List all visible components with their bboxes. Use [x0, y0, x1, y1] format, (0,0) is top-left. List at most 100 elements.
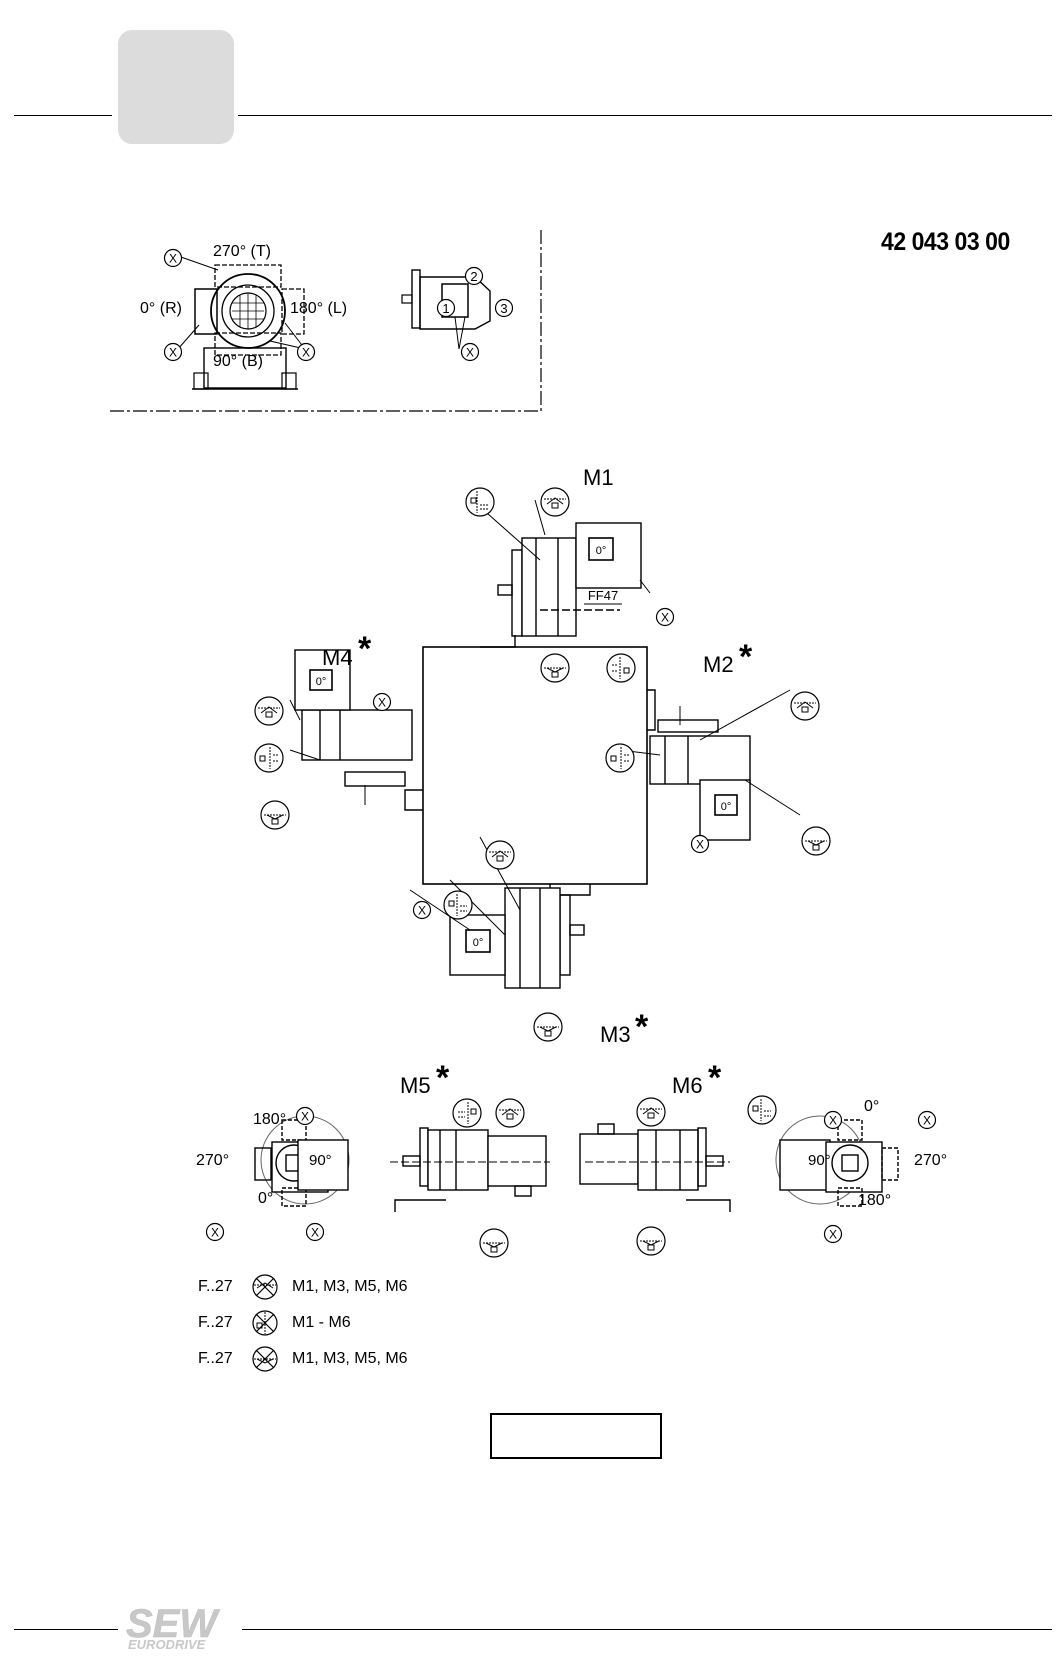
gearmotor-m4: [294, 649, 423, 811]
oil-level-icon: [254, 743, 284, 778]
x-marker: X: [655, 607, 675, 632]
oil-level-icon: [606, 653, 636, 688]
drain-plug-icon: [479, 1228, 509, 1263]
breather-valve-icon: [485, 840, 515, 875]
section-tab: [118, 30, 234, 144]
x-marker: X: [823, 1224, 843, 1249]
gearmotor-m2: [647, 689, 751, 841]
crossed-drain-plug-icon: [251, 1345, 279, 1378]
svg-text:2: 2: [470, 269, 477, 284]
x-marker: X: [690, 834, 710, 859]
svg-text:X: X: [466, 346, 474, 360]
circled-number-3: 3: [494, 298, 514, 323]
position-label-m5: M5: [400, 1073, 431, 1098]
oil-level-icon: [747, 1095, 777, 1130]
drain-plug-icon: [260, 800, 290, 835]
x-marker: X: [305, 1222, 325, 1247]
label-0-right: 0° (R): [140, 300, 182, 317]
svg-text:0°: 0°: [596, 545, 607, 557]
svg-text:X: X: [311, 1226, 319, 1240]
m6-label-180: 180°: [858, 1192, 892, 1209]
svg-text:X: X: [302, 346, 310, 360]
legend-text: M1, M3, M5, M6: [292, 1278, 408, 1295]
svg-text:1: 1: [442, 301, 449, 316]
m5-label-90: 90°: [309, 1152, 332, 1169]
asterisk-marker: *: [358, 630, 372, 668]
svg-text:X: X: [829, 1114, 837, 1128]
x-marker: X: [295, 1106, 315, 1131]
x-marker: X: [823, 1110, 843, 1135]
position-label-m2: M2: [703, 652, 734, 677]
x-marker: X: [205, 1222, 225, 1247]
legend-prefix: F..27: [198, 1350, 233, 1367]
header-rule-right: [238, 115, 1052, 116]
svg-text:X: X: [301, 1110, 309, 1124]
breather-valve-icon: [790, 691, 820, 726]
position-label-m6: M6: [672, 1073, 703, 1098]
label-90-bottom: 90° (B): [213, 353, 263, 370]
svg-text:X: X: [378, 696, 386, 710]
gearmotor-m3: [449, 884, 591, 989]
document-number: 42 043 03 00: [881, 228, 1010, 256]
oil-level-icon: [452, 1098, 482, 1133]
legend-prefix: F..27: [198, 1278, 233, 1295]
asterisk-marker: *: [708, 1059, 722, 1097]
asterisk-marker: *: [436, 1059, 450, 1097]
position-label-m4: M4: [322, 645, 353, 670]
svg-text:X: X: [211, 1226, 219, 1240]
svg-text:X: X: [661, 611, 669, 625]
svg-text:SEW: SEW: [126, 1603, 220, 1646]
sew-eurodrive-logo: SEW EURODRIVE: [122, 1602, 240, 1652]
oil-level-icon: [465, 487, 495, 522]
svg-text:3: 3: [500, 301, 507, 316]
m5-m6-diagram: [254, 1115, 899, 1212]
breather-valve-icon: [636, 1097, 666, 1132]
asterisk-marker: *: [739, 638, 753, 676]
blank-label-box: [490, 1413, 662, 1459]
legend-text: M1, M3, M5, M6: [292, 1350, 408, 1367]
circled-number-2: 2: [464, 266, 484, 291]
breather-valve-icon: [495, 1098, 525, 1133]
m5-label-180: 180°: [253, 1111, 287, 1128]
oil-level-icon: [605, 743, 635, 778]
position-label-m1: M1: [583, 465, 614, 490]
x-marker: X: [460, 342, 480, 367]
svg-text:X: X: [923, 1114, 931, 1128]
gearmotor-m1: [480, 522, 642, 648]
position-label-m3: M3: [600, 1022, 631, 1047]
svg-text:X: X: [418, 904, 426, 918]
crossed-breather-icon: [251, 1273, 279, 1306]
m5-label-0: 0°: [258, 1190, 274, 1207]
legend-prefix: F..27: [198, 1314, 233, 1331]
circled-number-1: 1: [436, 298, 456, 323]
asterisk-marker: *: [635, 1008, 649, 1046]
label-270-top: 270° (T): [213, 243, 271, 260]
mounting-positions-diagram: 0° FF47 0° 0° 0°: [289, 497, 801, 989]
m6-label-90: 90°: [808, 1152, 831, 1169]
x-marker: X: [412, 900, 432, 925]
x-marker: X: [163, 342, 183, 367]
x-marker: X: [372, 692, 392, 717]
svg-text:X: X: [829, 1228, 837, 1242]
header-rule-left: [14, 115, 112, 116]
svg-text:0°: 0°: [473, 937, 484, 949]
breather-valve-icon: [540, 487, 570, 522]
m6-label-270: 270°: [914, 1152, 948, 1169]
svg-text:0°: 0°: [316, 676, 327, 688]
drain-plug-icon: [533, 1012, 563, 1047]
drain-plug-icon: [801, 826, 831, 861]
svg-text:EURODRIVE: EURODRIVE: [128, 1637, 206, 1651]
legend-text: M1 - M6: [292, 1314, 351, 1331]
label-180-left: 180° (L): [290, 300, 348, 317]
breather-valve-icon: [254, 696, 284, 731]
svg-text:X: X: [169, 252, 177, 266]
crossed-oil-level-icon: [251, 1309, 279, 1342]
x-marker: X: [917, 1110, 937, 1135]
x-marker: X: [296, 342, 316, 367]
footer-rule-right: [242, 1629, 1052, 1630]
svg-text:X: X: [696, 838, 704, 852]
oil-level-icon: [443, 890, 473, 925]
drain-plug-icon: [636, 1226, 666, 1261]
svg-text:FF47: FF47: [588, 588, 618, 603]
drain-plug-icon: [540, 653, 570, 688]
